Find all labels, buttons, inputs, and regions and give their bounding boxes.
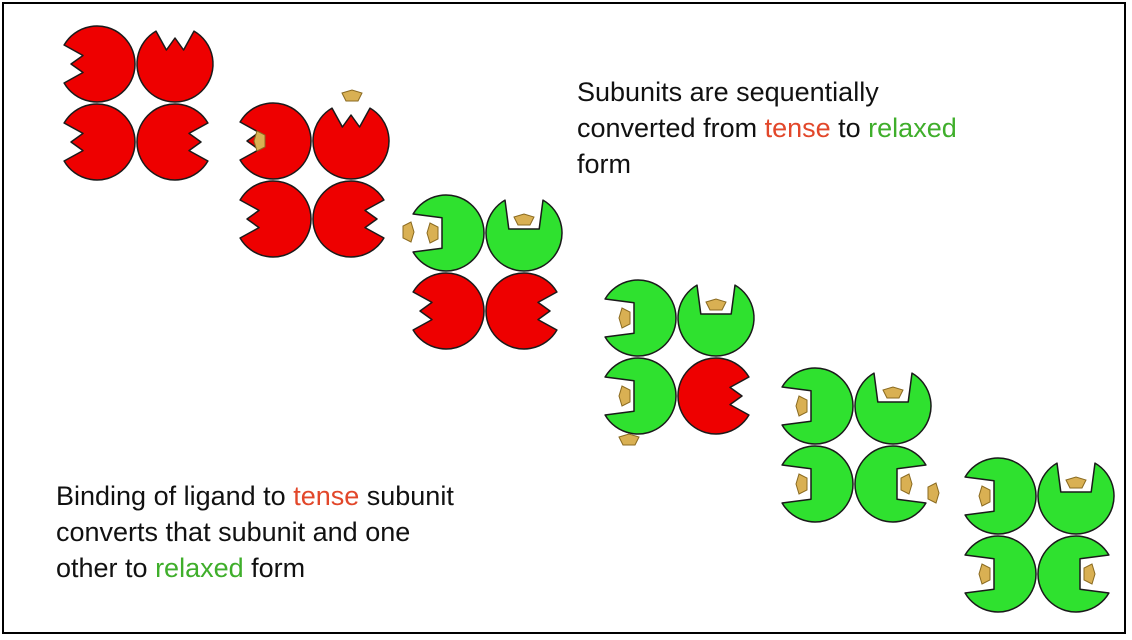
tetramer-stage-1 [63, 25, 214, 181]
caption-ligand-binding: Binding of ligand to tense subunit conve… [56, 478, 454, 586]
free-ligand [618, 433, 640, 446]
tense-subunit [136, 30, 214, 103]
caption-bottom-text: Binding of ligand to [56, 481, 294, 511]
relaxed-subunit [1037, 535, 1110, 613]
bound-ligand [795, 395, 808, 417]
tense-subunit [239, 180, 312, 258]
relaxed-subunit [781, 445, 854, 523]
caption-bottom-line-1: Binding of ligand to tense subunit [56, 478, 454, 514]
relaxed-subunit [964, 535, 1037, 613]
bound-ligand [618, 307, 631, 329]
tense-subunit [677, 357, 750, 435]
caption-bottom-text: subunit [359, 481, 454, 511]
free-ligand [402, 221, 415, 243]
tense-subunit [485, 272, 558, 350]
relaxed-subunit [412, 194, 485, 272]
bound-ligand [705, 298, 727, 311]
relaxed-subunit [1037, 462, 1115, 535]
caption-bottom-text: other to [56, 553, 156, 583]
bound-ligand [978, 563, 991, 585]
bound-ligand [513, 213, 535, 226]
relaxed-subunit [604, 279, 677, 357]
tetramer-stage-3 [412, 194, 563, 350]
tense-subunit [312, 180, 385, 258]
free-ligand [927, 482, 940, 504]
tetramer-stage-2 [239, 102, 390, 258]
tense-subunit [136, 103, 209, 181]
caption-bottom-line-2: converts that subunit and one [56, 517, 411, 547]
relaxed-subunit [854, 445, 927, 523]
bound-ligand [1083, 563, 1096, 585]
tetramer-stage-5 [781, 367, 932, 523]
relaxed-subunit [604, 357, 677, 435]
free-ligand [341, 89, 363, 102]
relaxed-word: relaxed [155, 553, 244, 583]
tense-subunit [63, 25, 136, 103]
caption-top-text: converted from [577, 113, 765, 143]
relaxed-subunit [485, 199, 563, 272]
tense-subunit [63, 103, 136, 181]
tense-word: tense [293, 481, 360, 511]
tense-word: tense [764, 113, 831, 143]
caption-top-line-3: form [577, 149, 631, 179]
bound-ligand [795, 473, 808, 495]
caption-top-text: to [830, 113, 869, 143]
caption-bottom-line-3: other to relaxed form [56, 550, 454, 586]
relaxed-subunit [854, 372, 932, 445]
bound-ligand [900, 473, 913, 495]
caption-sequential-conversion: Subunits are sequentially converted from… [577, 74, 957, 182]
tense-subunit [412, 272, 485, 350]
relaxed-subunit [964, 457, 1037, 535]
relaxed-subunit [677, 284, 755, 357]
bound-ligand [978, 485, 991, 507]
tetramer-stage-4 [604, 279, 755, 435]
caption-bottom-text: form [243, 553, 306, 583]
caption-top-line-1: Subunits are sequentially [577, 77, 879, 107]
bound-ligand [253, 130, 266, 152]
tense-subunit [312, 107, 390, 180]
tense-subunit [239, 102, 312, 180]
bound-ligand [426, 222, 439, 244]
caption-top-line-2: converted from tense to relaxed [577, 110, 957, 146]
relaxed-subunit [781, 367, 854, 445]
bound-ligand [618, 385, 631, 407]
bound-ligand [1065, 476, 1087, 489]
relaxed-word: relaxed [868, 113, 957, 143]
bound-ligand [882, 386, 904, 399]
tetramer-stage-6 [964, 457, 1115, 613]
